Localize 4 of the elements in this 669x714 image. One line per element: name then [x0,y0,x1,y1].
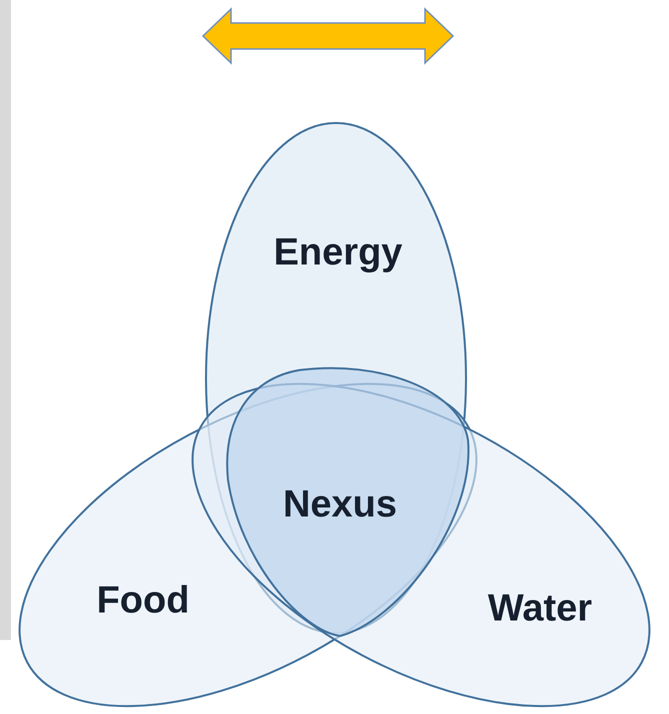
node-label: Food [96,580,190,622]
node-label: Energy [274,232,402,274]
node-label: Nexus [282,484,398,526]
node-label: Water [488,588,592,630]
